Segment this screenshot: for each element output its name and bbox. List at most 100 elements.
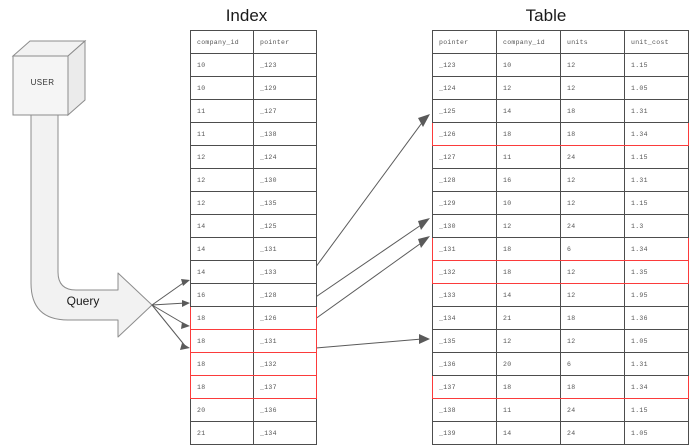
cell-company_id: 14: [496, 99, 561, 123]
index-row: 14_133: [190, 260, 317, 284]
index-row: 14_125: [190, 214, 317, 238]
index-row: 20_136: [190, 398, 317, 422]
cell-pointer: _138: [432, 398, 497, 422]
index-row: 10_123: [190, 53, 317, 77]
cell-company_id: 14: [496, 283, 561, 307]
cell-units: 24: [560, 421, 625, 445]
cell-company_id: 18: [190, 352, 254, 376]
cell-pointer: _136: [253, 398, 317, 422]
cell-unit_cost: 1.31: [624, 99, 689, 123]
cell-company_id: 20: [496, 352, 561, 376]
cell-units: 24: [560, 145, 625, 169]
cell-pointer: _131: [432, 237, 497, 261]
cell-unit_cost: 1.35: [624, 260, 689, 284]
cell-company_id: 14: [496, 421, 561, 445]
column-header-pointer: pointer: [432, 30, 497, 54]
cell-pointer: _124: [253, 145, 317, 169]
cell-company_id: 14: [190, 214, 254, 238]
cell-pointer: _127: [253, 99, 317, 123]
index-table-title: Index: [225, 6, 268, 25]
cell-units: 12: [560, 53, 625, 77]
cell-unit_cost: 1.3: [624, 214, 689, 238]
cell-pointer: _134: [432, 306, 497, 330]
column-header-unit_cost: unit_cost: [624, 30, 689, 54]
cell-pointer: _126: [253, 306, 317, 330]
cell-units: 12: [560, 168, 625, 192]
cell-company_id: 12: [496, 76, 561, 100]
cell-pointer: _132: [253, 352, 317, 376]
index-to-table-arrowheads: [418, 114, 430, 344]
cell-unit_cost: 1.15: [624, 145, 689, 169]
cell-pointer: _128: [432, 168, 497, 192]
index-row: 12_130: [190, 168, 317, 192]
cell-company_id: 18: [190, 306, 254, 330]
cell-company_id: 21: [496, 306, 561, 330]
index-row-highlighted: 18_131: [190, 329, 317, 353]
cell-company_id: 18: [496, 260, 561, 284]
cell-pointer: _125: [253, 214, 317, 238]
index-row-highlighted: 18_137: [190, 375, 317, 399]
cell-units: 18: [560, 99, 625, 123]
cell-unit_cost: 1.05: [624, 329, 689, 353]
cell-pointer: _136: [432, 352, 497, 376]
query-fan-lines: [151, 280, 187, 348]
cell-pointer: _133: [253, 260, 317, 284]
cell-company_id: 12: [190, 168, 254, 192]
cell-pointer: _137: [432, 375, 497, 399]
index-to-table-arrows: [303, 119, 425, 350]
cell-units: 18: [560, 375, 625, 399]
cell-pointer: _139: [432, 421, 497, 445]
cell-unit_cost: 1.31: [624, 168, 689, 192]
cell-company_id: 11: [190, 99, 254, 123]
cell-units: 6: [560, 352, 625, 376]
cell-company_id: 10: [496, 53, 561, 77]
cell-company_id: 10: [190, 76, 254, 100]
query-label: Query: [66, 294, 100, 308]
cell-company_id: 16: [496, 168, 561, 192]
cell-pointer: _125: [432, 99, 497, 123]
cell-company_id: 14: [190, 260, 254, 284]
data-table-title: Table: [525, 6, 567, 25]
cell-units: 12: [560, 260, 625, 284]
cell-units: 24: [560, 214, 625, 238]
column-header-pointer: pointer: [253, 30, 317, 54]
cell-pointer: _123: [253, 53, 317, 77]
cell-company_id: 12: [496, 329, 561, 353]
index-row: 11_127: [190, 99, 317, 123]
cell-pointer: _131: [253, 237, 317, 261]
cell-units: 12: [560, 191, 625, 215]
cell-company_id: 11: [496, 145, 561, 169]
cell-pointer: _138: [253, 122, 317, 146]
cell-unit_cost: 1.31: [624, 352, 689, 376]
cell-company_id: 16: [190, 283, 254, 307]
cell-pointer: _123: [432, 53, 497, 77]
cell-company_id: 18: [496, 237, 561, 261]
index-row: 10_129: [190, 76, 317, 100]
cell-unit_cost: 1.05: [624, 76, 689, 100]
diagram-canvas: Index Table: [11, 6, 689, 445]
cell-company_id: 18: [190, 329, 254, 353]
cell-unit_cost: 1.15: [624, 398, 689, 422]
cell-pointer: _126: [432, 122, 497, 146]
column-header-company_id: company_id: [496, 30, 561, 54]
index-row: 11_138: [190, 122, 317, 146]
cell-company_id: 18: [496, 122, 561, 146]
